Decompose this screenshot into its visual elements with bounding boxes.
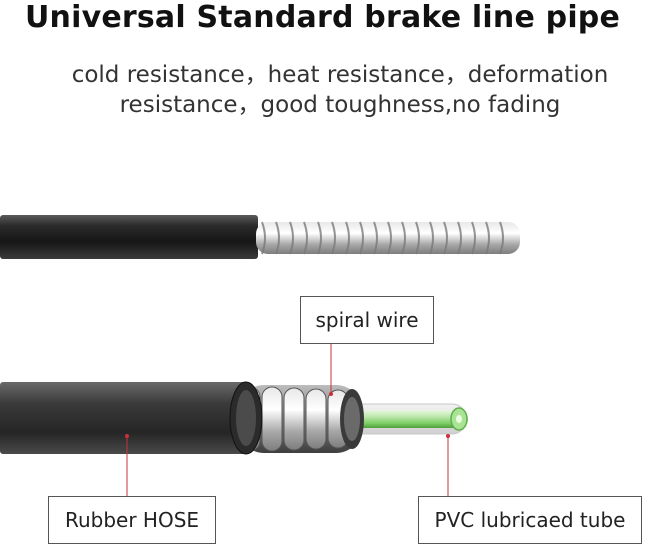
subtitle-line-1: cold resistance，heat resistance，deformat… bbox=[71, 62, 609, 88]
callout-dot-spiral bbox=[329, 392, 333, 396]
top-cable bbox=[0, 215, 520, 259]
cutaway-cable bbox=[0, 381, 468, 455]
spiral-wire-label: spiral wire bbox=[300, 296, 434, 344]
callout-dot-pvc bbox=[446, 434, 450, 438]
page-title: Universal Standard brake line pipe bbox=[24, 0, 621, 35]
callout-lines bbox=[126, 344, 449, 496]
spiral-end-inner bbox=[344, 397, 360, 441]
callout-dot-rubber bbox=[125, 434, 129, 438]
subtitle-line-2: resistance，good toughness,no fading bbox=[119, 92, 561, 118]
liner-bore bbox=[456, 415, 462, 423]
rubber-hose-body bbox=[0, 382, 248, 454]
feature-description: cold resistance，heat resistance，deformat… bbox=[40, 60, 640, 120]
rubber-hose-label: Rubber HOSE bbox=[48, 496, 216, 544]
pvc-liner bbox=[344, 410, 468, 428]
pvc-tube-label: PVC lubricaed tube bbox=[418, 496, 642, 544]
top-cable-spiral bbox=[256, 222, 520, 254]
top-cable-housing bbox=[0, 215, 258, 259]
rubber-hose-inner bbox=[236, 390, 256, 446]
top-spiral-coils bbox=[261, 221, 504, 255]
